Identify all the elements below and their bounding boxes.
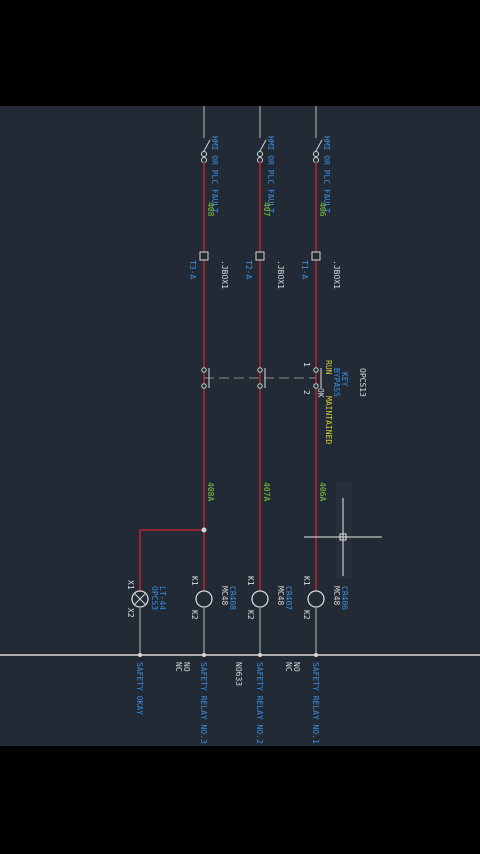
coil1-sub: CR408 — [228, 586, 237, 610]
xref-no633: NO633 — [234, 662, 243, 686]
terminal-1[interactable] — [199, 251, 209, 261]
term-tag-2: T2-A — [244, 260, 253, 279]
wire-num-top-2: 407 — [262, 202, 271, 217]
top-switch-1[interactable] — [201, 139, 211, 163]
wire-num-bottom-3: 406A — [318, 482, 327, 501]
term-tag-1: T3-A — [188, 260, 197, 279]
xref-no-2: NO — [292, 662, 301, 672]
xref-nc-2: NC — [284, 662, 293, 672]
crosshair-cursor — [304, 482, 382, 578]
coil-1[interactable] — [195, 590, 213, 608]
wire-num-top-1: 408 — [206, 202, 215, 217]
wire-num-bottom-2: 407A — [262, 482, 271, 501]
xref-nc-1: NC — [174, 662, 183, 672]
pb-contact-3[interactable] — [313, 367, 322, 389]
coil1-tag: MC48 — [220, 586, 229, 605]
pb-line-key: KEY — [340, 372, 349, 387]
term-sub-1: .JBOX1 — [220, 260, 229, 289]
lamp-branch-wire — [139, 529, 204, 592]
pb-pin-2: 2 — [302, 390, 311, 395]
lamp-x1: X1 — [126, 580, 135, 590]
top-switch-3[interactable] — [313, 139, 323, 163]
bus-dot-3 — [258, 653, 262, 657]
wire-num-bottom-1: 408A — [206, 482, 215, 501]
coil3-tag: MC48 — [332, 586, 341, 605]
coil1-k2: K2 — [190, 610, 199, 620]
coil3-sub: CR406 — [340, 586, 349, 610]
lamp-x2: X2 — [126, 608, 135, 618]
coil2-k2: K2 — [246, 610, 255, 620]
label-relay-3: SAFETY RELAY NO.3 — [199, 662, 208, 744]
top-label-2: HMI OR PLC FAULT — [266, 136, 275, 213]
pb-tag: OPCS13 — [358, 368, 367, 397]
top-switch-2[interactable] — [257, 139, 267, 163]
pb-line-bypass: BYPASS — [332, 368, 341, 397]
pb-contact-2[interactable] — [257, 367, 266, 389]
top-label-3: HMI OR PLC FAULT — [322, 136, 331, 213]
pb-line-run: RUN — [324, 360, 333, 375]
label-relay-1: SAFETY RELAY NO.1 — [311, 662, 320, 744]
coil2-k1: K1 — [246, 576, 255, 586]
bus-dot-2 — [202, 653, 206, 657]
xref-no-1: NO — [182, 662, 191, 672]
lamp-tag: OPCS3 — [150, 586, 159, 610]
coil3-k2: K2 — [302, 610, 311, 620]
ladder-diagram: HMI OR PLC FAULT HMI OR PLC FAULT HMI OR… — [0, 106, 480, 744]
bus-dot-1 — [138, 653, 142, 657]
label-relay-2: SAFETY RELAY NO.2 — [255, 662, 264, 744]
coil3-k1: K1 — [302, 576, 311, 586]
bus-dot-4 — [314, 653, 318, 657]
cad-canvas[interactable]: HMI OR PLC FAULT HMI OR PLC FAULT HMI OR… — [0, 106, 480, 746]
coil-2[interactable] — [251, 590, 269, 608]
term-tag-3: T1-A — [300, 260, 309, 279]
pb-contact-1[interactable] — [201, 367, 210, 389]
lamp-sub: LT-44 — [158, 586, 167, 610]
coil2-sub: CR407 — [284, 586, 293, 610]
junction-dot — [201, 527, 207, 533]
pb-ok: OK — [316, 388, 325, 398]
top-label-1: HMI OR PLC FAULT — [210, 136, 219, 213]
terminal-3[interactable] — [311, 251, 321, 261]
pb-line-maintained: MAINTAINED — [324, 396, 333, 444]
coil-3[interactable] — [307, 590, 325, 608]
term-sub-3: .JBOX1 — [332, 260, 341, 289]
label-safety-okay: SAFETY OKAY — [135, 662, 144, 715]
coil1-k1: K1 — [190, 576, 199, 586]
coil2-tag: MC48 — [276, 586, 285, 605]
pilot-lamp[interactable] — [131, 590, 149, 608]
terminal-2[interactable] — [255, 251, 265, 261]
wire-num-top-3: 406 — [318, 202, 327, 217]
pb-pin-1: 1 — [302, 362, 311, 367]
term-sub-2: .JBOX1 — [276, 260, 285, 289]
